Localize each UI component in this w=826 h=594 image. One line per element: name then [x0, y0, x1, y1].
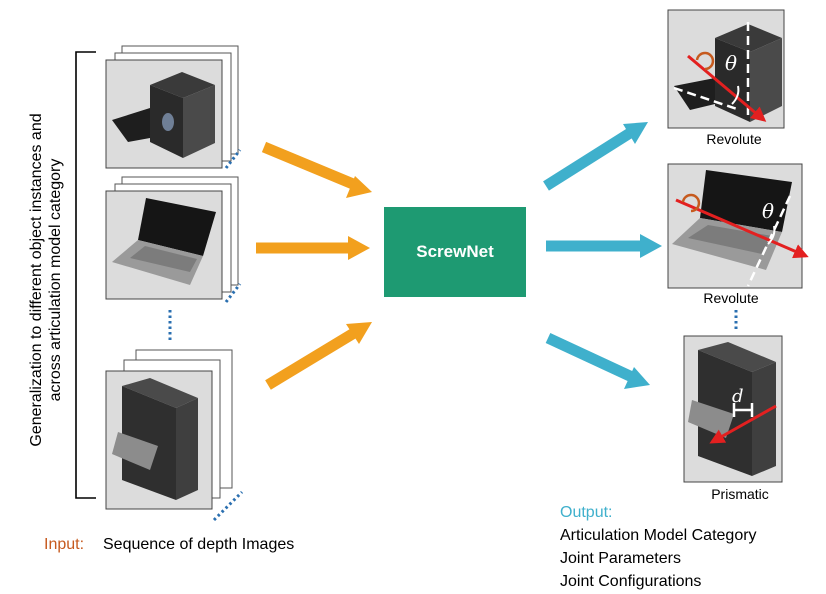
output-heading: Output:	[560, 504, 613, 521]
output-revolute-pc	[667, 9, 785, 129]
output-prismatic-cabinet	[683, 335, 783, 483]
input-arrow	[256, 236, 370, 260]
output-item: Joint Configurations	[560, 573, 702, 590]
input-arrow	[265, 322, 372, 390]
input-stack-pc	[105, 45, 239, 169]
output-arrow	[543, 122, 648, 191]
screwnet-box: ScrewNet	[384, 207, 526, 297]
input-stack-laptop	[105, 176, 239, 300]
output-arrow	[546, 234, 662, 258]
d-symbol: d	[732, 386, 744, 407]
continuation-dots	[212, 490, 244, 522]
output-arrow	[545, 333, 650, 389]
side-label-line-2: across articulation model category	[47, 158, 64, 402]
input-arrow	[261, 141, 372, 198]
theta-symbol: θ	[762, 199, 774, 223]
output-revolute-laptop	[667, 163, 809, 289]
output-label-revolute: Revolute	[703, 290, 759, 306]
input-description: Sequence of depth Images	[103, 536, 295, 553]
side-label-line-1: Generalization to different object insta…	[28, 113, 45, 447]
output-label-prismatic: Prismatic	[711, 486, 769, 502]
generalization-bracket	[75, 51, 96, 499]
screwnet-label: ScrewNet	[416, 242, 494, 261]
output-label-revolute: Revolute	[706, 131, 762, 147]
continuation-dots	[224, 149, 242, 169]
continuation-dots	[224, 283, 242, 303]
theta-symbol: θ	[725, 51, 737, 75]
input-label: Input:	[44, 536, 85, 553]
output-item: Articulation Model Category	[560, 527, 757, 544]
output-item: Joint Parameters	[560, 550, 681, 567]
input-stack-cabinet	[105, 349, 233, 510]
